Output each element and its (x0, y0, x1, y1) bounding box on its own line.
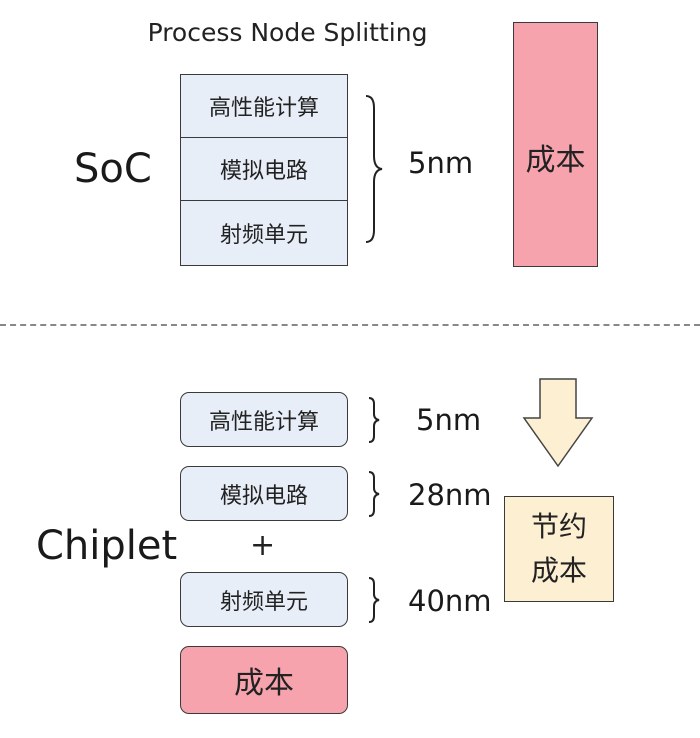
soc-block-stack: 高性能计算 模拟电路 射频单元 (180, 74, 348, 266)
chiplet-cost-box: 成本 (180, 646, 348, 714)
chiplet-label: Chiplet (36, 523, 178, 569)
chiplet-brace-rf-icon (368, 577, 380, 623)
chiplet-block-hpc-label: 高性能计算 (208, 409, 319, 435)
plus-sign: + (250, 528, 276, 563)
soc-block-analog: 模拟电路 (181, 138, 347, 201)
soc-label: SoC (74, 146, 152, 192)
down-arrow-icon (522, 378, 594, 468)
chiplet-block-rf: 射频单元 (180, 572, 348, 627)
savings-line-2: 成本 (530, 554, 587, 587)
chiplet-brace-analog-icon (368, 471, 380, 517)
chiplet-block-hpc: 高性能计算 (180, 392, 348, 447)
chiplet-node-analog: 28nm (408, 478, 492, 512)
chiplet-block-analog-label: 模拟电路 (219, 483, 308, 509)
chiplet-cost-label: 成本 (234, 666, 294, 701)
soc-block-hpc: 高性能计算 (181, 75, 347, 138)
chiplet-node-hpc: 5nm (416, 403, 482, 437)
chiplet-block-analog: 模拟电路 (180, 466, 348, 521)
section-divider (0, 324, 700, 326)
soc-cost-label: 成本 (525, 143, 586, 178)
savings-line-1: 节约 (530, 510, 587, 543)
soc-brace-icon (365, 95, 383, 243)
diagram-title: Process Node Splitting (147, 18, 428, 47)
savings-box: 节约 成本 (504, 496, 614, 602)
chiplet-node-rf: 40nm (408, 584, 492, 618)
soc-block-rf: 射频单元 (219, 222, 308, 248)
chiplet-block-rf-label: 射频单元 (219, 589, 308, 615)
chiplet-brace-hpc-icon (368, 397, 380, 443)
soc-process-node: 5nm (408, 146, 474, 180)
soc-cost-bar: 成本 (513, 22, 598, 267)
